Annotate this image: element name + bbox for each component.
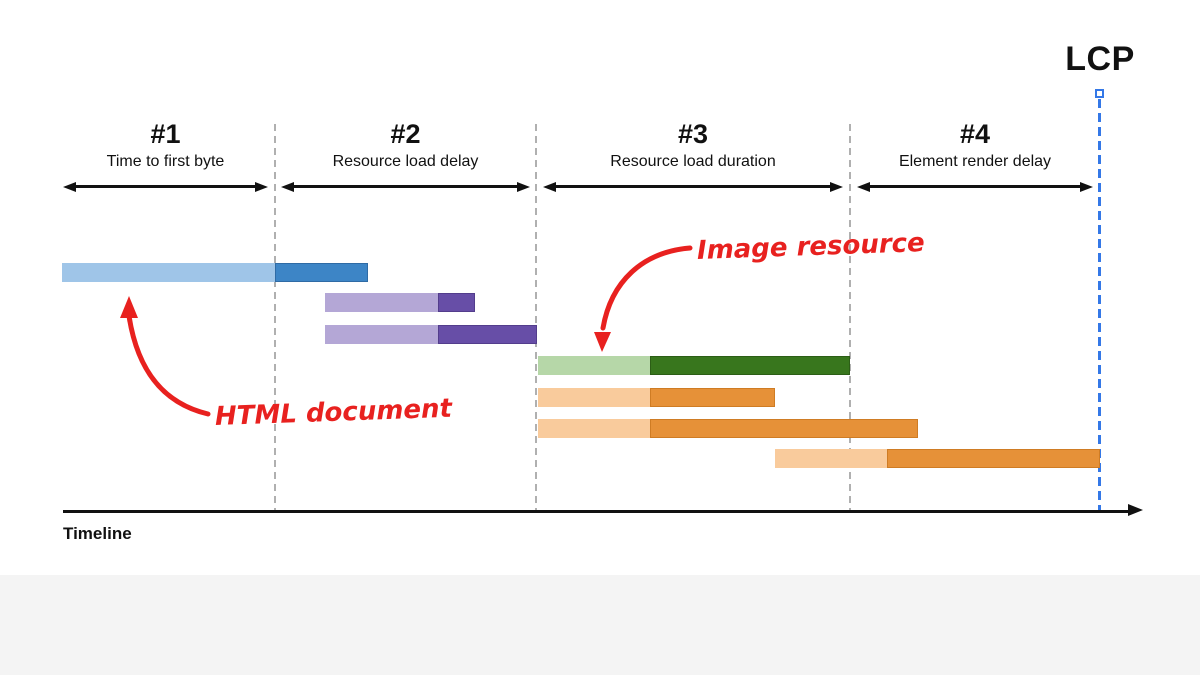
timeline-axis: [63, 510, 1131, 513]
phase-2-span-arrow: [281, 181, 530, 192]
stylesheet-light-segment: [325, 293, 438, 312]
phase-separator-1: [274, 124, 276, 512]
phase-4-label: Element render delay: [898, 153, 1052, 170]
phase-3-span-arrow: [543, 181, 843, 192]
phase-separator-2: [535, 124, 537, 512]
arrow-right-icon: [1080, 181, 1093, 192]
script-dark-segment: [650, 419, 918, 438]
phase-1: #1 Time to first byte: [63, 118, 268, 192]
script-dark-segment: [650, 388, 775, 407]
document-dark-segment: [275, 263, 368, 282]
phase-separator-3: [849, 124, 851, 512]
document-bar: [0, 263, 1200, 282]
image-resource-arrow-icon: [594, 245, 693, 352]
image-bar: [0, 356, 1200, 375]
phase-1-number: #1: [150, 119, 181, 149]
lcp-dashed-line: [1098, 99, 1101, 512]
html-document-arrow-icon: [120, 296, 211, 417]
stylesheet-light-segment: [325, 325, 438, 344]
script-bar: [0, 419, 1200, 438]
phase-2-number: #2: [390, 119, 421, 149]
arrow-shaft: [556, 185, 830, 188]
phase-3-number: #3: [677, 119, 709, 149]
arrow-right-icon: [517, 181, 530, 192]
lcp-title: LCP: [1065, 40, 1135, 78]
phase-3: #3 Resource load duration: [543, 118, 843, 192]
phase-4-number: #4: [959, 119, 991, 149]
arrow-left-icon: [543, 181, 556, 192]
arrow-left-icon: [63, 181, 76, 192]
script-dark-segment: [887, 449, 1100, 468]
phase-4-span-arrow: [857, 181, 1093, 192]
script-light-segment: [775, 449, 887, 468]
script-light-segment: [538, 419, 650, 438]
timeline-axis-arrow-icon: [1128, 504, 1143, 516]
stylesheet-bar: [0, 293, 1200, 312]
document-light-segment: [62, 263, 275, 282]
arrow-left-icon: [857, 181, 870, 192]
arrow-shaft: [870, 185, 1080, 188]
script-light-segment: [538, 388, 650, 407]
script-bar: [0, 388, 1200, 407]
stylesheet-dark-segment: [438, 293, 475, 312]
image-dark-segment: [650, 356, 850, 375]
arrow-shaft: [76, 185, 255, 188]
phase-2: #2 Resource load delay: [281, 118, 530, 192]
phase-4: #4 Element render delay: [857, 118, 1093, 192]
arrow-shaft: [294, 185, 517, 188]
timeline-label: Timeline: [63, 524, 132, 543]
phase-2-label: Resource load delay: [332, 153, 479, 170]
lcp-marker-icon: [1095, 89, 1104, 98]
arrow-right-icon: [830, 181, 843, 192]
legend: DocumentStylesheetScriptImage: [0, 575, 1200, 675]
phase-3-label: Resource load duration: [610, 153, 776, 170]
stylesheet-bar: [0, 325, 1200, 344]
phase-1-span-arrow: [63, 181, 268, 192]
phase-1-label: Time to first byte: [106, 153, 225, 170]
arrow-right-icon: [255, 181, 268, 192]
script-bar: [0, 449, 1200, 468]
arrow-left-icon: [281, 181, 294, 192]
stylesheet-dark-segment: [438, 325, 537, 344]
image-resource-annotation: Image resource: [696, 228, 926, 266]
image-light-segment: [538, 356, 650, 375]
